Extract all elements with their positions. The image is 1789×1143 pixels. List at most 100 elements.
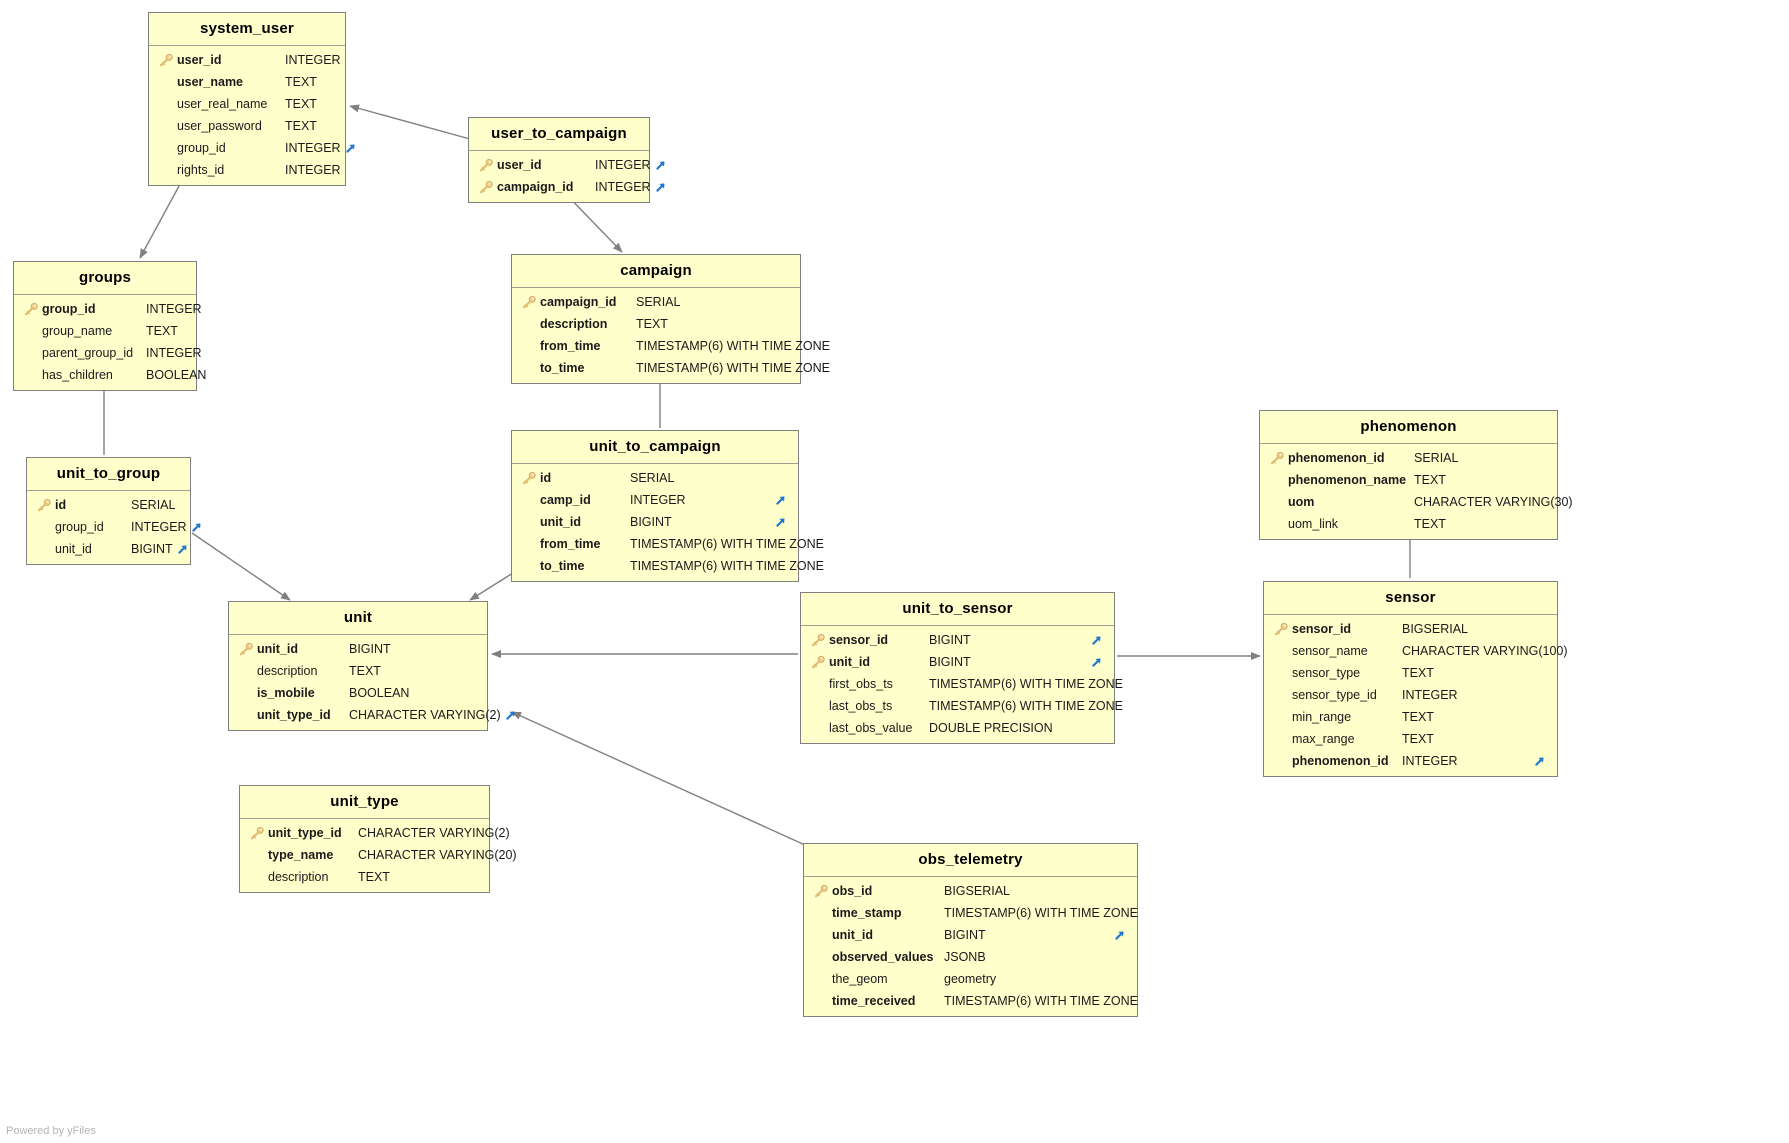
entity-table-title: unit_type <box>240 786 489 819</box>
column-name: from_time <box>540 537 601 551</box>
column-type: CHARACTER VARYING(20) <box>358 848 517 862</box>
primary-key-icon <box>518 471 540 485</box>
entity-column-row[interactable]: observed_values JSONB <box>804 946 1137 968</box>
fk-arrow-icon <box>1086 634 1106 647</box>
entity-table-title: sensor <box>1264 582 1557 615</box>
entity-column-row[interactable]: user_password TEXT <box>149 115 345 137</box>
column-name: user_password <box>177 119 262 133</box>
column-type: BIGSERIAL <box>1402 622 1468 636</box>
column-name: unit_id <box>257 642 298 656</box>
column-name: from_time <box>540 339 601 353</box>
fk-arrow-icon <box>1109 929 1129 942</box>
column-type: BOOLEAN <box>349 686 410 700</box>
column-name: observed_values <box>832 950 934 964</box>
column-name: the_geom <box>832 972 888 986</box>
column-type: SERIAL <box>1414 451 1459 465</box>
column-name: sensor_type_id <box>1292 688 1377 702</box>
column-name: user_real_name <box>177 97 268 111</box>
column-type: TEXT <box>358 870 390 884</box>
column-type: INTEGER <box>285 141 341 155</box>
column-type: JSONB <box>944 950 986 964</box>
primary-key-icon <box>246 826 268 840</box>
fk-arrow-icon <box>651 159 671 172</box>
column-name: user_id <box>177 53 222 67</box>
column-name: campaign_id <box>497 180 574 194</box>
column-name: sensor_id <box>829 633 889 647</box>
column-name: unit_id <box>832 928 873 942</box>
entity-table-title: system_user <box>149 13 345 46</box>
primary-key-icon <box>475 180 497 194</box>
column-name: max_range <box>1292 732 1355 746</box>
column-type: TEXT <box>285 119 317 133</box>
column-name: unit_type_id <box>268 826 342 840</box>
primary-key-icon <box>155 53 177 67</box>
column-name: unit_id <box>540 515 581 529</box>
